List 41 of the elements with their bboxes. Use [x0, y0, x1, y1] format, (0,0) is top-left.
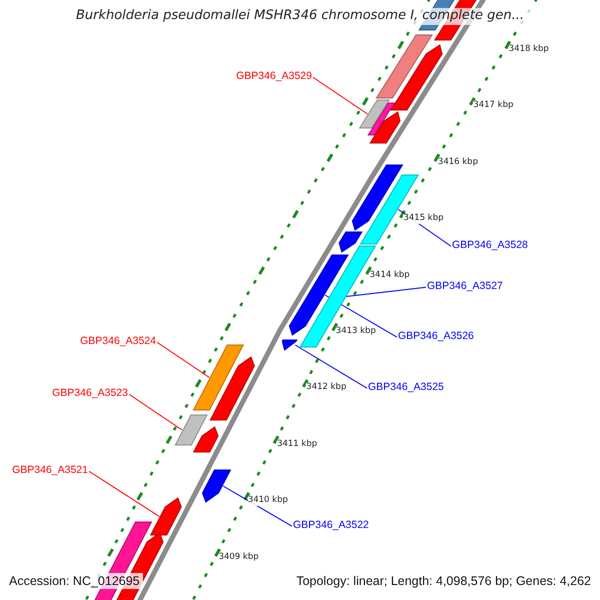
- scale-label: 3412 kbp: [306, 383, 346, 394]
- leader-line: [156, 342, 210, 378]
- gene-feature: [352, 164, 404, 231]
- gene-label: GBP346_A3525: [368, 381, 444, 394]
- gene-label: GBP346_A3522: [293, 519, 369, 532]
- scale-label: 3409 kbp: [218, 552, 259, 562]
- gene-feature: [282, 340, 298, 351]
- gene-feature: [369, 111, 401, 144]
- gene-feature-block: [367, 102, 396, 136]
- gene-label: GBP346_A3527: [427, 280, 503, 292]
- gene-label: GBP346_A3526: [398, 330, 474, 342]
- leader-line: [88, 470, 160, 517]
- leader-line: [294, 344, 368, 389]
- gene-feature: [338, 232, 363, 253]
- scale-label: 3416 kbp: [438, 158, 478, 168]
- scale-label: 3413 kbp: [336, 327, 376, 337]
- gene-feature-block: [376, 34, 433, 98]
- leader-line: [222, 486, 292, 527]
- gene-feature-block: [358, 100, 390, 128]
- scale-label: 3417 kbp: [473, 101, 514, 112]
- gene-feature: [210, 356, 255, 420]
- gene-feature-block: [174, 414, 208, 446]
- gene-feature: [150, 497, 182, 536]
- gene-label: GBP346_A3524: [80, 335, 156, 348]
- gene-label: GBP346_A3523: [52, 387, 128, 400]
- gene-feature: [202, 470, 232, 503]
- leader-line: [346, 286, 426, 297]
- scale-label: 3418 kbp: [508, 45, 549, 55]
- gene-feature: [390, 44, 443, 110]
- gene-label: GBP346_A3529: [236, 70, 312, 82]
- gene-feature: [192, 426, 219, 452]
- scale-label: 3411 kbp: [277, 440, 318, 450]
- gene-feature-block: [192, 344, 244, 410]
- gene-label: GBP346_A3521: [12, 464, 88, 476]
- leader-line: [312, 76, 368, 114]
- scale-label: 3410 kbp: [248, 496, 288, 506]
- gene-label: GBP346_A3528: [452, 239, 528, 252]
- leader-line: [128, 394, 183, 430]
- scale-label: 3414 kbp: [370, 270, 410, 280]
- accession-text: Accession: NC_012695: [6, 573, 143, 590]
- scale-label: 3415 kbp: [403, 214, 444, 224]
